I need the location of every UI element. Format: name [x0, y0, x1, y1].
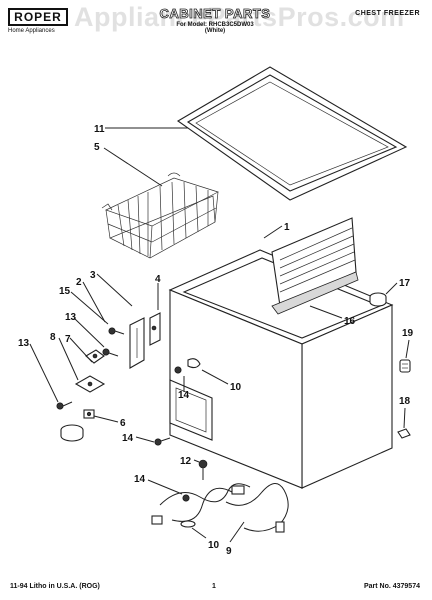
drain-clip [397, 428, 411, 439]
cabinet-screw-mid [174, 358, 201, 374]
callout-3: 3 [90, 270, 96, 281]
callout-10-lower: 10 [208, 540, 220, 551]
callout-10-upper: 10 [230, 382, 242, 393]
lamp-assembly [399, 359, 411, 373]
callout-17: 17 [399, 278, 411, 289]
callout-11: 11 [94, 124, 105, 135]
wiring-harness [151, 483, 289, 533]
wire-basket [101, 172, 219, 259]
callout-16: 16 [344, 316, 356, 327]
print-info: 11-94 Litho in U.S.A. (ROG) [10, 583, 100, 590]
callout-13-lower: 13 [18, 338, 30, 349]
hinge-screw-lower [102, 348, 119, 357]
hinge-bushing [85, 349, 105, 364]
callout-4: 4 [155, 274, 161, 285]
model-number: For Model: RHCB3C5DW03 [176, 22, 254, 28]
grommet [198, 459, 208, 480]
drain-plug [369, 292, 387, 307]
callout-6: 6 [120, 418, 126, 429]
callout-5: 5 [94, 142, 100, 153]
hinge-bracket [129, 312, 161, 369]
leveling-leg [60, 409, 95, 442]
brand-logo: ROPER Home Appliances [8, 8, 72, 38]
mounting-bracket [74, 375, 106, 393]
leader-lines [29, 127, 410, 543]
hinge-screw-upper [108, 327, 125, 335]
callout-12: 12 [180, 456, 192, 467]
callout-14-mid: 14 [178, 390, 190, 401]
page-number: 1 [212, 583, 216, 590]
bracket-screw [56, 401, 73, 410]
callout-15: 15 [59, 286, 71, 297]
callout-18: 18 [399, 396, 411, 407]
callout-14-harness: 14 [134, 474, 146, 485]
brand-name: ROPER [8, 8, 68, 26]
title-block: CABINET PARTS For Model: RHCB3C5DW03 (Wh… [120, 6, 310, 34]
lid-gasket [176, 66, 408, 201]
part-number: Part No. 4379574 [363, 583, 420, 590]
divider-panel [271, 217, 359, 315]
callout-14-lower: 14 [122, 433, 134, 444]
color-variant: (White) [204, 28, 226, 34]
callout-9: 9 [226, 546, 232, 557]
callout-7: 7 [65, 334, 71, 345]
page-title: CABINET PARTS [159, 6, 271, 22]
callout-1: 1 [284, 222, 290, 233]
callout-13-upper: 13 [65, 312, 77, 323]
brand-tagline: Home Appliances [8, 28, 55, 34]
callout-19: 19 [402, 328, 414, 339]
cabinet-screw-lower [154, 437, 171, 446]
product-type: CHEST FREEZER [355, 10, 420, 17]
callout-2: 2 [76, 277, 82, 288]
callout-8: 8 [50, 332, 56, 343]
